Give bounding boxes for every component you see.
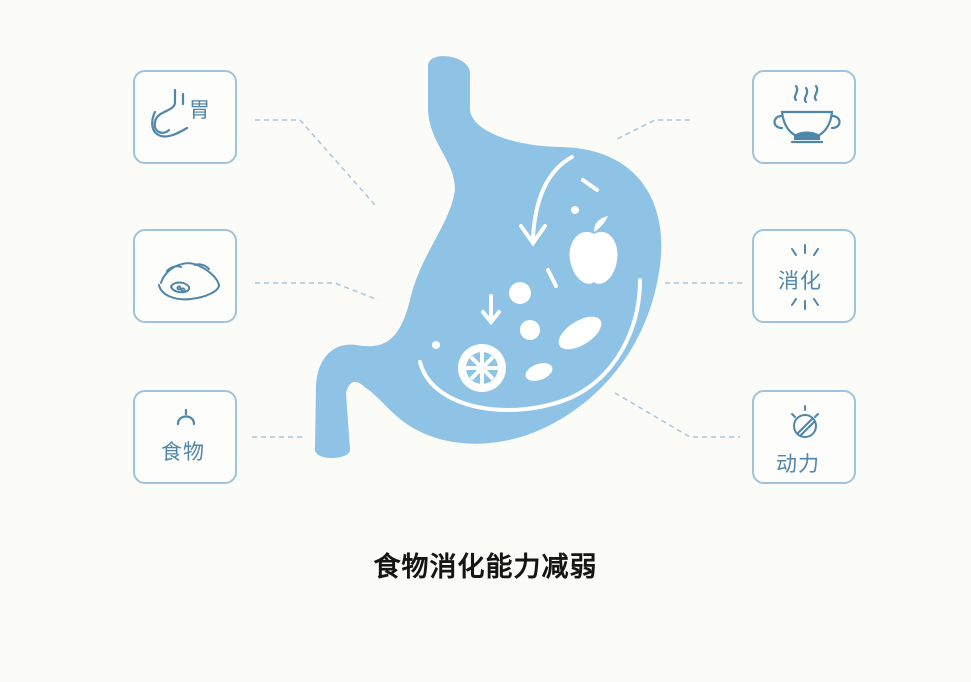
diagram-caption: 食物消化能力减弱 xyxy=(373,552,598,583)
food-pill-1 xyxy=(558,316,602,350)
food-pill-2 xyxy=(525,363,553,381)
hot-drink-cup-icon xyxy=(773,84,841,144)
food-dot-4 xyxy=(432,341,440,349)
connector-bottom-right xyxy=(614,392,740,438)
card-hot-drink xyxy=(752,70,856,164)
flow-arc-upper xyxy=(531,155,574,240)
apple-icon xyxy=(569,231,618,284)
food-dot-1 xyxy=(571,206,579,214)
food-bowl-icon xyxy=(176,408,196,426)
label-motility: 动力 xyxy=(776,452,820,476)
card-digestion: 消化 xyxy=(752,229,856,323)
food-dot-3 xyxy=(520,320,540,340)
food-dot-2 xyxy=(509,282,531,304)
card-food-illustration xyxy=(133,229,237,323)
card-stomach: 胃 xyxy=(133,70,237,164)
flow-arc-upper-head xyxy=(519,224,547,247)
label-digestion: 消化 xyxy=(778,269,822,293)
card-motility: 动力 xyxy=(752,390,856,484)
flow-arc-lower xyxy=(418,278,642,412)
card-food: 食物 xyxy=(133,390,237,484)
connector-top-left xyxy=(255,119,376,206)
connector-top-right xyxy=(614,119,690,141)
label-stomach: 胃 xyxy=(189,98,211,122)
food-stroke-2 xyxy=(546,268,558,288)
stomach-outline-icon xyxy=(151,88,189,138)
digestion-spark-icon xyxy=(791,244,819,310)
connector-middle-left xyxy=(255,282,379,301)
flow-arrow-down-head xyxy=(481,310,501,326)
motility-gear-icon xyxy=(791,405,819,438)
food-stroke-1 xyxy=(581,178,599,192)
label-food: 食物 xyxy=(161,440,205,464)
dumpling-food-icon xyxy=(158,262,220,301)
apple-leaf xyxy=(594,216,608,232)
wheel-icon xyxy=(458,344,506,392)
stomach-shape xyxy=(314,56,662,458)
